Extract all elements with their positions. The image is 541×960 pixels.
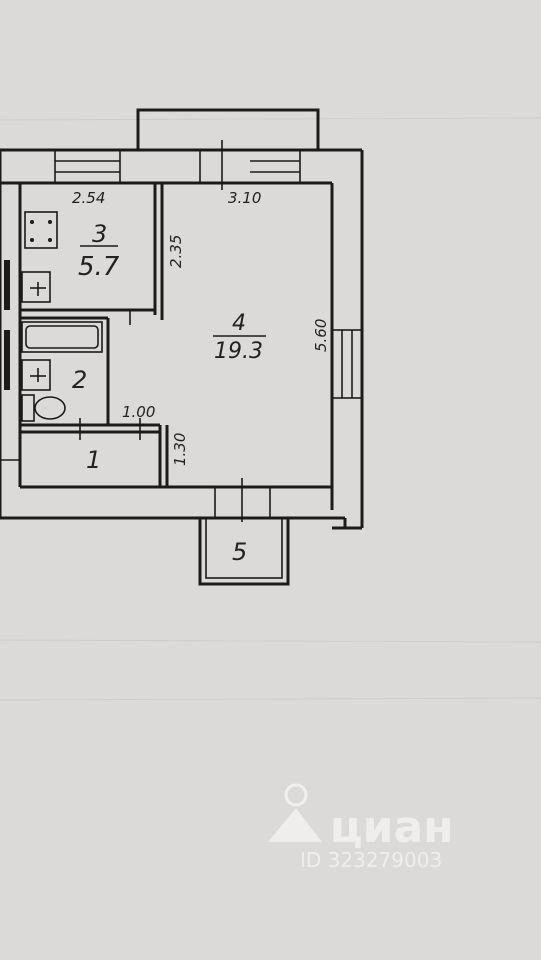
room-4-number: 4 xyxy=(232,311,246,336)
room-2-number: 2 xyxy=(72,366,87,394)
sink-icon xyxy=(21,271,51,303)
left-wall-marks xyxy=(0,260,20,461)
bottom-balcony xyxy=(198,516,290,586)
room-3-number: 3 xyxy=(92,220,107,248)
right-window xyxy=(331,329,363,399)
cian-logo-icon xyxy=(268,783,322,842)
room-4-area: 19.3 xyxy=(214,339,263,364)
dim-hall-depth: 1.30 xyxy=(171,433,189,466)
interior-walls xyxy=(20,183,169,487)
washbasin-icon xyxy=(21,359,51,391)
dim-kitchen-depth: 2.35 xyxy=(167,235,185,268)
stove-icon xyxy=(24,211,58,249)
dim-hall-width: 1.00 xyxy=(122,403,155,421)
room-3-area: 5.7 xyxy=(78,252,120,282)
watermark-brand: циан xyxy=(330,802,454,853)
top-windows xyxy=(54,140,301,190)
bathtub-icon xyxy=(21,321,103,353)
toilet-icon xyxy=(21,394,66,422)
room-1-number: 1 xyxy=(86,446,101,474)
watermark-id: ID 323279003 xyxy=(300,848,442,872)
bottom-door xyxy=(214,478,271,522)
paper-texture xyxy=(0,117,541,701)
room-5-number: 5 xyxy=(232,538,247,566)
top-balcony xyxy=(136,108,320,152)
dim-room-width: 3.10 xyxy=(228,189,261,207)
outer-walls xyxy=(0,148,364,530)
dim-kitchen-width: 2.54 xyxy=(72,189,105,207)
dim-room-depth: 5.60 xyxy=(312,319,330,352)
